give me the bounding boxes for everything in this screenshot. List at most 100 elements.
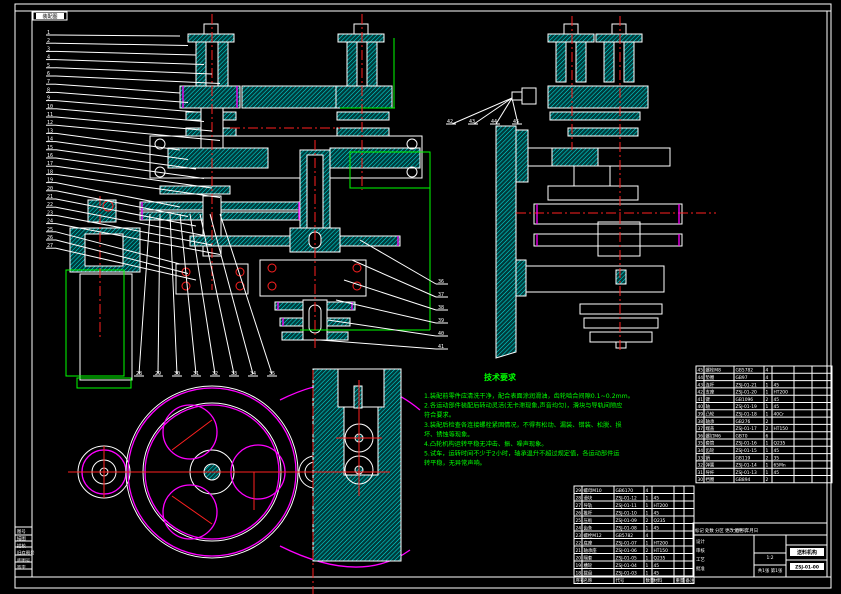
leader-line — [55, 223, 221, 255]
tech-req-line: 符合要求。 — [424, 411, 455, 419]
part-balloon: 33 — [231, 371, 237, 377]
part-balloon: 39 — [438, 318, 444, 324]
table-cell: 支座 — [706, 389, 715, 396]
table-cell: 32 — [698, 463, 704, 469]
table-cell: ZSJ-01-05 — [616, 555, 637, 561]
table-cell: GB119 — [736, 455, 751, 461]
table-cell: 齿轮 — [706, 447, 715, 454]
part-balloon: 25 — [47, 227, 53, 233]
table-cell: 42 — [698, 390, 704, 396]
part-balloon: 43 — [469, 119, 475, 125]
table-cell: 序号 — [576, 577, 585, 584]
table-cell: ZSJ-01-14 — [736, 463, 757, 469]
table-cell: 轴承 — [706, 418, 715, 425]
table-cell: HT200 — [774, 390, 789, 396]
left-stamp-column — [14, 526, 33, 578]
leader-line — [55, 59, 205, 65]
table-cell: Q235 — [654, 518, 666, 524]
part-balloon: 42 — [447, 119, 453, 125]
table-cell: 45 — [654, 563, 660, 569]
table-cell: ZSJ-01-06 — [616, 548, 637, 554]
part-balloon: 17 — [47, 161, 53, 167]
table-cell: 41 — [698, 397, 704, 403]
table-cell: 37 — [698, 426, 704, 432]
stamp-label: 描校 — [17, 542, 26, 549]
part-balloon: 7 — [47, 79, 50, 85]
table-cell: 隔套 — [584, 554, 593, 561]
table-cell: 螺母M10 — [584, 487, 602, 494]
section-view — [290, 368, 402, 594]
table-cell: 销 — [706, 454, 711, 461]
leader-line — [319, 339, 437, 350]
table-cell: 推杆 — [584, 509, 593, 516]
title-field: 处数 — [705, 527, 714, 534]
table-cell: 38 — [698, 419, 704, 425]
table-cell: 凸轮 — [706, 411, 715, 418]
table-cell: 45 — [774, 470, 780, 476]
part-balloon: 2 — [47, 38, 50, 44]
table-cell: GB894 — [736, 477, 751, 483]
part-balloon: 11 — [47, 112, 53, 118]
table-cell: ZSJ-01-13 — [736, 470, 757, 476]
table-cell: HT200 — [654, 503, 669, 509]
part-balloon: 1 — [47, 30, 50, 36]
table-cell: 轴 — [706, 403, 711, 410]
part-balloon: 38 — [438, 305, 444, 311]
leader-line — [55, 108, 205, 122]
leader-line — [157, 213, 161, 375]
table-cell: 槽轮 — [584, 562, 593, 569]
part-balloon: 22 — [47, 202, 53, 208]
table-cell: Q235 — [654, 555, 666, 561]
table-cell: 24 — [576, 525, 582, 531]
leader-line — [55, 91, 189, 103]
table-cell: 43 — [698, 382, 704, 388]
table-cell: ZSJ-01-12 — [616, 495, 637, 501]
part-balloon: 16 — [47, 153, 53, 159]
table-cell: 螺钉M6 — [706, 432, 722, 439]
table-cell: 33 — [698, 455, 704, 461]
leader-line — [55, 198, 197, 227]
table-cell: 28 — [576, 495, 582, 501]
leader-line — [55, 50, 197, 56]
leader-line — [55, 34, 181, 37]
part-balloon: 3 — [47, 46, 50, 52]
table-cell: 齿条 — [584, 524, 593, 531]
leader-line — [55, 190, 189, 217]
table-cell: 30 — [698, 477, 704, 483]
part-balloon: 13 — [47, 128, 53, 134]
part-balloon: 6 — [47, 71, 50, 77]
table-cell: ZSJ-01-21 — [736, 382, 757, 388]
table-cell: 材料 — [654, 577, 663, 584]
part-balloon: 40 — [438, 331, 444, 337]
tech-req-heading: 技术要求 — [484, 372, 517, 382]
part-balloon: 5 — [47, 63, 50, 69]
table-cell: 1 — [766, 382, 769, 388]
table-cell: 40Cr — [774, 412, 785, 418]
part-balloon: 41 — [438, 344, 444, 350]
part-balloon: 18 — [47, 169, 53, 175]
part-balloon: 37 — [438, 292, 444, 298]
title-field: 年月日 — [745, 527, 758, 534]
table-cell: 数量 — [646, 577, 655, 584]
table-cell: 1 — [766, 441, 769, 447]
part-balloon: 29 — [155, 371, 161, 377]
drawing-code: ZSJ-01-00 — [795, 565, 819, 571]
leader-line — [55, 132, 181, 151]
part-balloon: 8 — [47, 87, 50, 93]
tech-req-line: 坏、锈蚀等现象。 — [424, 430, 474, 438]
leader-line — [138, 213, 151, 375]
table-cell: 2 — [766, 426, 769, 432]
tech-req-line: 5.试车，运转时间不少于2小时，轴承温升不超过规定值，各运动部件运 — [424, 450, 619, 458]
